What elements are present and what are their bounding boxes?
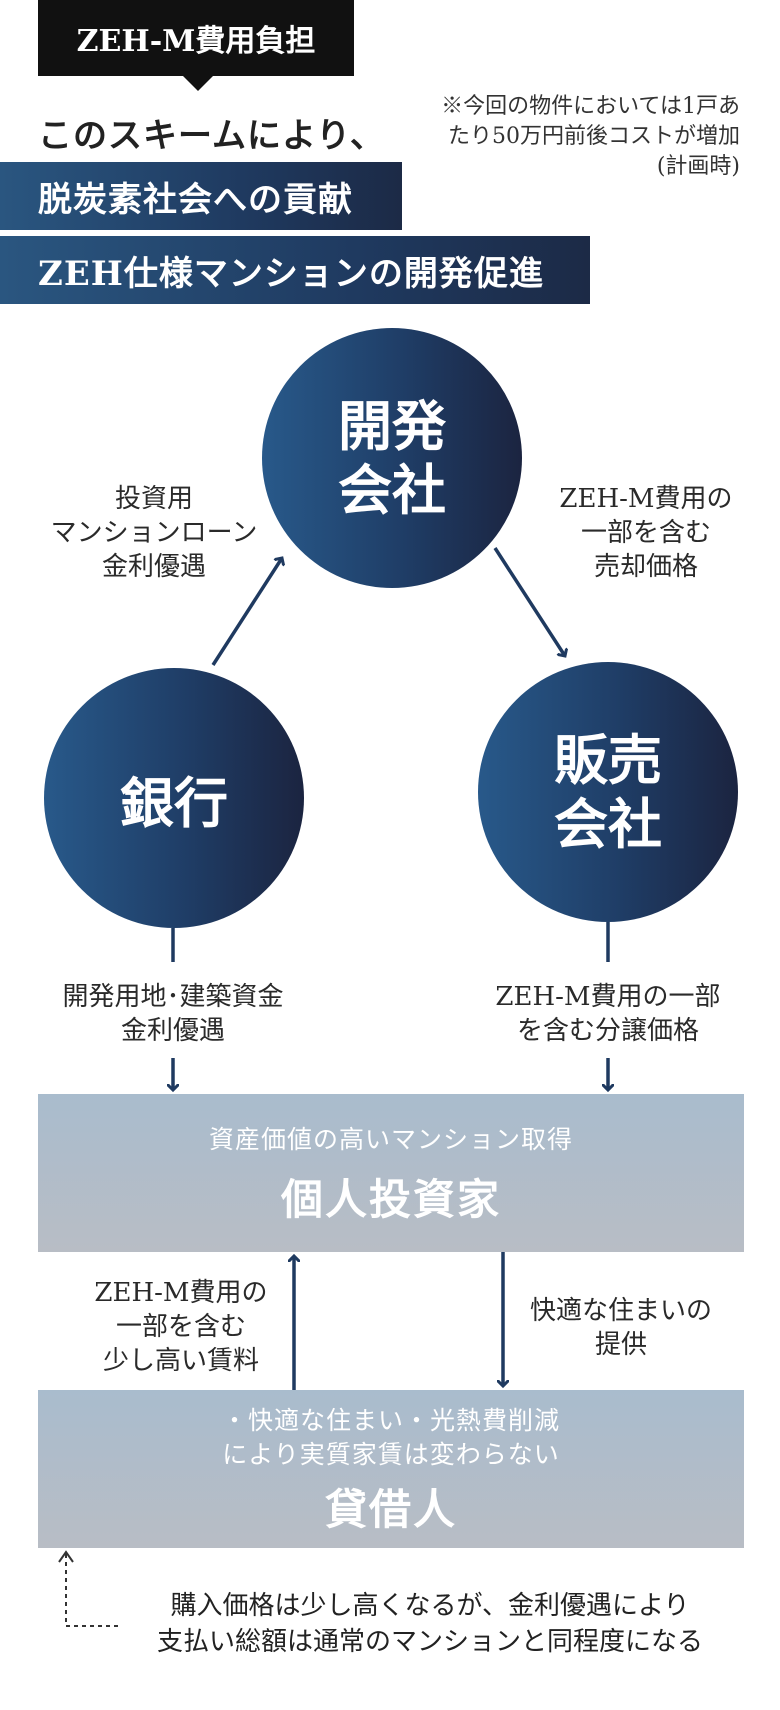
- tenant-box: ・快適な住まい・光熱費削減 により実質家賃は変わらない 貸借人: [38, 1390, 744, 1548]
- benefit-band-zeh-development: ZEH仕様マンションの開発促進: [0, 236, 590, 304]
- label-bank-to-developer: 投資用 マンションローン 金利優遇: [30, 482, 278, 584]
- label-line: 金利優遇: [101, 552, 206, 582]
- investor-subtitle: 資産価値の高いマンション取得: [208, 1125, 573, 1154]
- node-bank: 銀行: [44, 668, 304, 928]
- label-line: 金利優遇: [120, 1016, 225, 1046]
- band-label: ZEH仕様マンションの開発促進: [38, 253, 544, 294]
- band-label: 脱炭素社会への貢献: [38, 179, 353, 220]
- tag-pointer: [182, 75, 214, 91]
- node-label: 銀行: [120, 770, 228, 835]
- label-line: ZEH-M費用の一部: [495, 982, 721, 1012]
- footer-line: 支払い総額は通常のマンションと同程度になる: [156, 1627, 703, 1657]
- tag-label: ZEH-M費用負担: [76, 24, 316, 59]
- cost-burden-tag: ZEH-M費用負担: [38, 0, 354, 76]
- label-sales-to-investor: ZEH-M費用の一部 を含む分譲価格: [470, 980, 746, 1048]
- arrow-bank-to-developer: [211, 558, 282, 666]
- benefit-band-decarbonization: 脱炭素社会への貢献: [0, 162, 402, 230]
- tenant-subtitle-line: により実質家賃は変わらない: [222, 1440, 560, 1469]
- label-line: 快適な住まいの: [529, 1296, 712, 1326]
- node-label: 会社: [338, 458, 446, 522]
- label-developer-to-sales: ZEH-M費用の 一部を含む 売却価格: [528, 482, 764, 584]
- node-label: 販売: [554, 728, 662, 792]
- footer-line: 購入価格は少し高くなるが、金利優遇により: [170, 1591, 690, 1621]
- note-line: たり50万円前後コストが増加: [448, 124, 740, 149]
- intro-text: このスキームにより、: [38, 116, 385, 156]
- label-line: ZEH-M費用の: [94, 1278, 268, 1308]
- label-line: 提供: [594, 1330, 647, 1360]
- label-line: ZEH-M費用の: [559, 484, 733, 514]
- label-line: 開発用地･建築資金: [62, 982, 284, 1012]
- note-line: ※今回の物件においては1戸あ: [441, 94, 740, 119]
- label-line: マンションローン: [50, 518, 258, 548]
- cost-note: ※今回の物件においては1戸あ たり50万円前後コストが増加 (計画時): [400, 92, 740, 182]
- label-investor-to-tenant: 快適な住まいの 提供: [516, 1294, 726, 1362]
- node-label: 会社: [554, 792, 662, 856]
- label-tenant-to-investor: ZEH-M費用の 一部を含む 少し高い賃料: [76, 1276, 286, 1378]
- node-developer: 開発会社: [262, 328, 522, 588]
- investor-box: 資産価値の高いマンション取得 個人投資家: [38, 1094, 744, 1252]
- node-sales: 販売会社: [478, 662, 738, 922]
- dotted-pointer: [65, 1554, 118, 1627]
- label-line: を含む分譲価格: [516, 1016, 699, 1046]
- tenant-title: 貸借人: [324, 1485, 457, 1534]
- node-label: 開発: [338, 394, 446, 458]
- label-bank-to-investor: 開発用地･建築資金 金利優遇: [38, 980, 308, 1048]
- label-line: 投資用: [114, 484, 193, 514]
- label-line: 一部を含む: [115, 1312, 246, 1342]
- arrow-developer-to-sales: [493, 547, 565, 656]
- label-line: 少し高い賃料: [102, 1346, 259, 1376]
- note-line: (計画時): [656, 154, 740, 179]
- tenant-subtitle: ・快適な住まい・光熱費削減 により実質家賃は変わらない: [222, 1404, 560, 1472]
- label-line: 一部を含む: [580, 518, 711, 548]
- label-line: 売却価格: [593, 552, 698, 582]
- tenant-subtitle-line: ・快適な住まい・光熱費削減: [221, 1406, 560, 1435]
- footer-note: 購入価格は少し高くなるが、金利優遇により 支払い総額は通常のマンションと同程度に…: [120, 1588, 740, 1660]
- investor-title: 個人投資家: [280, 1175, 501, 1224]
